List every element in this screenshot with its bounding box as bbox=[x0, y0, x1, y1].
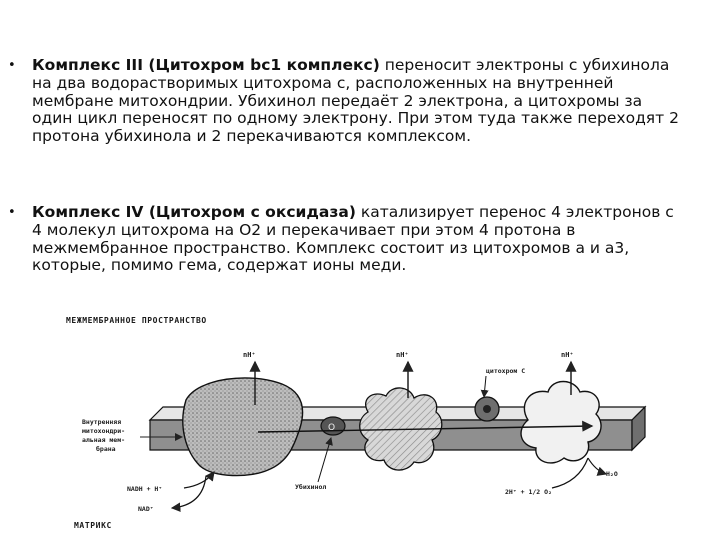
water-label: H₂O bbox=[606, 470, 618, 478]
inner-membrane-label-line: брана bbox=[96, 445, 116, 453]
complex-i-shape bbox=[182, 377, 304, 477]
ubiquinone-shape: Q bbox=[320, 416, 346, 436]
proton-label-1: nH⁺ bbox=[243, 351, 256, 359]
inner-membrane-label: Внутренняя митохондри- альная мем- брана bbox=[82, 418, 183, 453]
proton-label-3: nH⁺ bbox=[561, 351, 574, 359]
bullet-marker: • bbox=[8, 58, 16, 73]
bullet-lead: Комплекс III (Цитохром bc1 комплекс) bbox=[32, 56, 380, 74]
inner-membrane-label-line: митохондри- bbox=[82, 427, 125, 435]
matrix-label: МАТРИКС bbox=[74, 521, 112, 530]
cytochrome-c-shape bbox=[474, 396, 500, 422]
bullet-marker: • bbox=[8, 205, 16, 220]
complex-iv-shape bbox=[520, 380, 602, 464]
electron-transport-diagram: МЕЖМЕМБРАННОЕ ПРОСТРАНСТВО МАТРИКС Внутр… bbox=[66, 316, 647, 530]
bullet-text: Комплекс IV (Цитохром с оксидаза) катали… bbox=[32, 203, 682, 275]
electron-flow-line bbox=[257, 420, 594, 433]
inner-membrane-label-line: альная мем- bbox=[82, 436, 125, 444]
nadh-label: NADH + H⁺ bbox=[127, 485, 162, 493]
nad-label: NAD⁺ bbox=[138, 505, 154, 513]
bullet-body: переносит электроны с убихинола на два в… bbox=[32, 56, 679, 146]
cytochrome-c-label: цитохром С bbox=[486, 367, 525, 375]
ubiquinol-label: Убихинол bbox=[295, 483, 326, 491]
bullet-lead: Комплекс IV (Цитохром с оксидаза) bbox=[32, 203, 356, 221]
inner-membrane-label-line: Внутренняя bbox=[82, 418, 121, 426]
intermembrane-space-label: МЕЖМЕМБРАННОЕ ПРОСТРАНСТВО bbox=[66, 316, 207, 325]
bullet-text: Комплекс III (Цитохром bc1 комплекс) пер… bbox=[32, 56, 682, 146]
oxygen-reaction-label: 2H⁺ + 1/2 O₂ bbox=[505, 488, 552, 496]
svg-text:Q: Q bbox=[328, 423, 335, 433]
bullet-body: катализирует перенос 4 электронов с 4 мо… bbox=[32, 203, 674, 275]
proton-label-2: nH⁺ bbox=[396, 351, 409, 359]
